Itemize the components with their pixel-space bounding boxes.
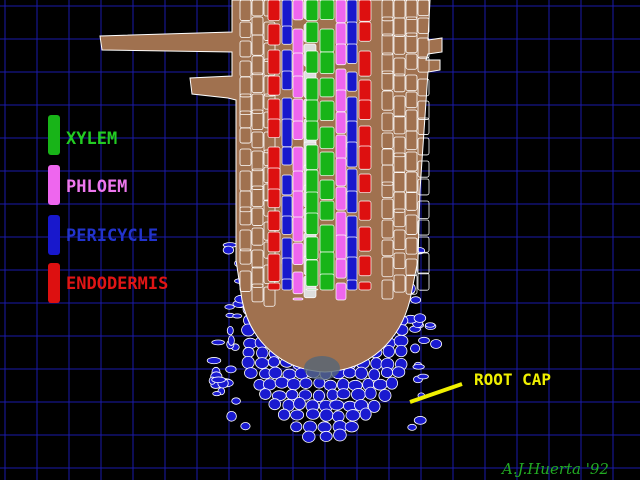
quiescent-center (304, 356, 340, 380)
legend-swatch-xylem (48, 115, 60, 155)
legend-swatch-endodermis (48, 263, 60, 303)
legend-label-xylem: XYLEM (66, 129, 118, 149)
root-cap-pointer (409, 382, 463, 404)
legend-swatch-phloem (48, 165, 60, 205)
endodermis-strip-left (267, 0, 281, 291)
xylem-strip-center (319, 0, 335, 291)
phloem-strip-left (292, 0, 304, 301)
pericycle-strip-right (346, 0, 358, 291)
pericycle-strip-left (281, 0, 293, 291)
phloem-strip-right (335, 0, 347, 301)
legend-label-phloem: PHLOEM (66, 177, 128, 197)
xylem-strip-left (305, 0, 319, 291)
legend-label-pericycle: PERICYCLE (66, 226, 159, 246)
legend-swatch-pericycle (48, 215, 60, 255)
endodermis-strip-right (358, 0, 372, 291)
legend-label-endodermis: ENDODERMIS (66, 274, 169, 294)
cortex-cell-walls (239, 0, 430, 307)
artist-signature: A.J.Huerta '92 (502, 460, 609, 478)
root-cap-label: ROOT CAP (474, 370, 552, 389)
